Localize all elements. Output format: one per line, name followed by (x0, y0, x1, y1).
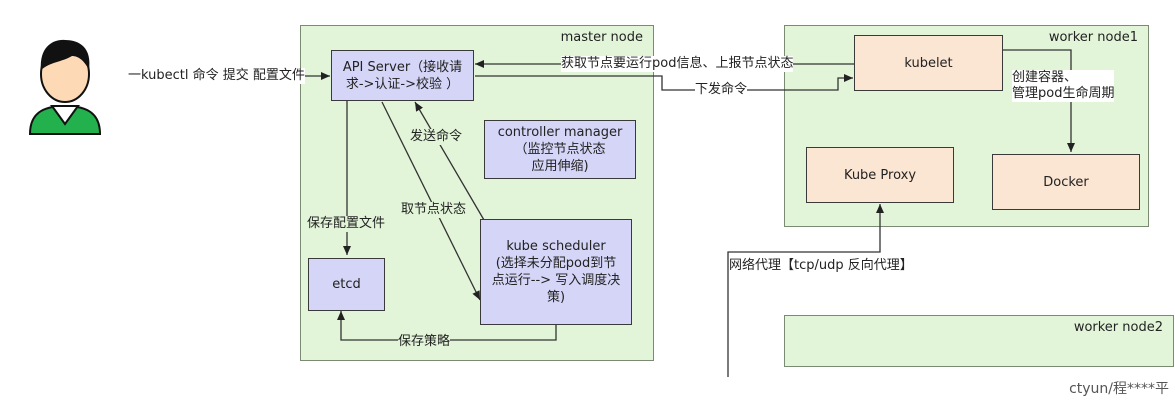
kube-proxy-box: Kube Proxy (806, 147, 954, 203)
api-server-box: API Server（接收请 求->认证->校验 ） (331, 50, 474, 101)
label-kubectl: 一kubectl 命令 提交 配置文件 (128, 68, 305, 84)
kubelet-box: kubelet (854, 35, 1003, 91)
edge-scheduler-to-api (414, 101, 485, 221)
watermark: ctyun/程****平 (1069, 381, 1169, 397)
kube-scheduler-box: kube scheduler (选择未分配pod到节 点运行--> 写入调度决 … (480, 219, 632, 325)
label-create-container: 创建容器、 管理pod生命周期 (1012, 70, 1115, 102)
edge-api-to-scheduler (381, 101, 481, 301)
etcd-box: etcd (308, 258, 385, 311)
controller-manager-box: controller manager （监控节点状态 应用伸缩) (484, 120, 636, 179)
edge-create-container (1003, 49, 1075, 152)
master-node-title: master node (560, 30, 643, 45)
edge-network-proxy (727, 204, 884, 377)
label-save-policy: 保存策略 (398, 334, 451, 350)
worker-node2: worker node2 (784, 315, 1174, 367)
worker-node1-title: worker node1 (1048, 30, 1138, 45)
label-network-proxy: 网络代理【tcp/udp 反向代理】 (729, 258, 913, 274)
label-send-cmd-ctrl: 发送命令 (410, 129, 463, 145)
label-get-node-info: 获取节点要运行pod信息、上报节点状态 (561, 56, 794, 72)
label-save-config: 保存配置文件 (307, 216, 386, 232)
worker-node2-title: worker node2 (1073, 320, 1163, 335)
user-avatar-icon (28, 39, 102, 135)
docker-box: Docker (992, 154, 1140, 210)
edge-send-command (475, 74, 853, 91)
label-send-command: 下发命令 (695, 82, 748, 98)
label-get-node-state: 取节点状态 (401, 202, 467, 218)
